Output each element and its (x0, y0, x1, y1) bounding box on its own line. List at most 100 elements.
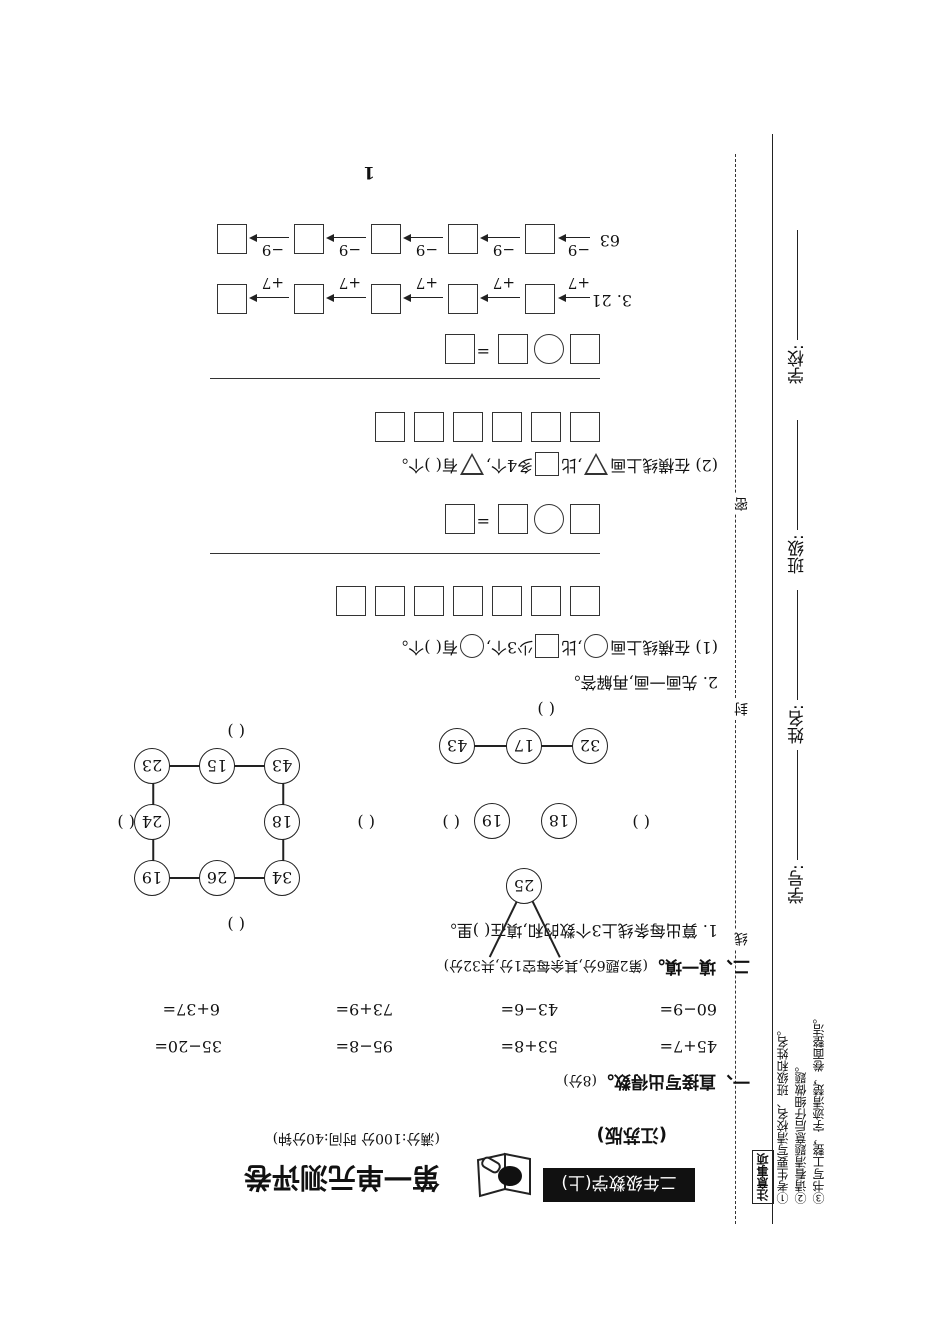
op-minus9: −9 (567, 241, 590, 259)
school-field[interactable]: 学校: (785, 230, 810, 384)
sq-node-tr: 23 (134, 748, 170, 784)
section1-points: (8分) (563, 1072, 597, 1088)
note-3: ③书写工整，字迹清楚，卷面整洁。 (812, 1012, 826, 1204)
notes-tag: 注意事项 (752, 1150, 774, 1204)
q2-part1: (1) 在横线上画 ,比 少3个, 有( )个。 (392, 634, 718, 662)
sq-answer-right[interactable]: ( ) (117, 813, 135, 832)
chain-box[interactable] (448, 224, 478, 254)
student-number-label: 学号: (788, 864, 808, 904)
op-plus7: +7 (567, 274, 590, 292)
tri-answer-left[interactable]: ( ) (442, 813, 460, 832)
book-magnifier-icon (476, 1152, 531, 1198)
tri-node-mid-right: 18 (541, 803, 577, 839)
grade-badge: 二年级数学(上) (543, 1168, 695, 1202)
q2p2-a: (2) 在横线上画 (610, 456, 718, 475)
chain-box[interactable] (371, 284, 401, 314)
q2p1-c: 少3个, (485, 638, 534, 657)
seal-mark-line: 线 (732, 929, 752, 949)
q2-part2: (2) 在横线上画 ,比 多4个, 有( )个。 (392, 452, 718, 480)
edition-label: (江苏版) (596, 1124, 667, 1145)
sq-node-mr: 24 (134, 804, 170, 840)
eq-box-3[interactable] (445, 334, 475, 364)
tri-node-mid-left: 19 (474, 803, 510, 839)
q2-text: 2. 先画一画,再解答。 (564, 673, 718, 692)
sq-node-br: 19 (134, 860, 170, 896)
tri-node-top-mid: 17 (506, 728, 542, 764)
calc-7[interactable]: 73+9= (335, 1000, 393, 1019)
op-plus7: +7 (338, 274, 361, 292)
op-plus7: +7 (492, 274, 515, 292)
school-label: 学校: (788, 344, 808, 384)
name-field[interactable]: 姓名: (785, 590, 810, 744)
eq-equals: = (476, 342, 490, 361)
exam-meta: (满分:100分 时间:40分钟) (272, 1130, 440, 1146)
student-number-field[interactable]: 学号: (785, 750, 810, 904)
eq-box-1[interactable] (570, 334, 600, 364)
q2p2-d[interactable]: 有( )个。 (392, 456, 458, 475)
chain-box[interactable] (294, 224, 324, 254)
tri-node-bottom: 25 (506, 868, 542, 904)
calc-4[interactable]: 35−20= (154, 1037, 222, 1056)
op-plus7: +7 (261, 274, 284, 292)
q3-label: 3. 21 (591, 291, 632, 310)
square-shape-icon (535, 452, 560, 477)
section1-title: 一、直接写出得数。 (597, 1071, 750, 1091)
eq-box-3[interactable] (445, 504, 475, 534)
q2p1-d[interactable]: 有( )个。 (392, 638, 458, 657)
sq-node-tm: 15 (199, 748, 235, 784)
exam-notes: 注意事项 ①考生要写清校名、班级和姓名。 ②请看清题意后仔细做题。 ③书写工整，… (752, 1012, 828, 1204)
calc-8[interactable]: 6+37= (162, 1000, 220, 1019)
eq-box-1[interactable] (570, 504, 600, 534)
section1-heading: 一、直接写出得数。(8分) (563, 1071, 750, 1096)
chain-box[interactable] (525, 284, 555, 314)
chain-box[interactable] (371, 224, 401, 254)
eq-box-2[interactable] (498, 504, 528, 534)
op-minus9: −9 (492, 241, 515, 259)
triangle-shape-icon (584, 453, 609, 476)
sq-node-bm: 26 (199, 860, 235, 896)
calc-5[interactable]: 60−9= (659, 1000, 717, 1019)
op-plus7: +7 (415, 274, 438, 292)
circle-shape-icon (459, 634, 484, 659)
chain-box[interactable] (294, 284, 324, 314)
sq-answer-bottom[interactable]: ( ) (227, 915, 245, 934)
square-shape-icon (535, 634, 560, 659)
q2-part1-draw-line[interactable] (210, 553, 600, 554)
calc-3[interactable]: 95−8= (335, 1037, 393, 1056)
eq-op-circle[interactable] (534, 504, 564, 534)
eq-equals: = (476, 512, 490, 531)
chain-box[interactable] (217, 284, 247, 314)
eq-op-circle[interactable] (534, 334, 564, 364)
q2p1-a: (1) 在横线上画 (610, 638, 718, 657)
tri-answer-top[interactable]: ( ) (537, 700, 555, 719)
sq-answer-left[interactable]: ( ) (357, 813, 375, 832)
tri-answer-right[interactable]: ( ) (632, 813, 650, 832)
chain-box[interactable] (217, 224, 247, 254)
note-2: ②请看清题意后仔细做题。 (794, 1060, 808, 1204)
seal-mark-mi: 密 (732, 494, 752, 514)
calc-6[interactable]: 43−6= (500, 1000, 558, 1019)
q1-text: 1. 算出每条线上3个数的和,填在( )里。 (440, 921, 718, 940)
q2p1-b: ,比 (561, 638, 583, 657)
chain-box[interactable] (525, 224, 555, 254)
chain-box[interactable] (448, 284, 478, 314)
q2p2-b: ,比 (561, 456, 583, 475)
section2-heading: 二、填一填。(第2题6分,其余每空1分,共32分) (444, 956, 750, 981)
eq-box-2[interactable] (498, 334, 528, 364)
op-minus9: −9 (261, 241, 284, 259)
sq-node-bl: 34 (264, 860, 300, 896)
section2-points: (第2题6分,其余每空1分,共32分) (443, 957, 648, 973)
sq-node-ml: 18 (264, 804, 300, 840)
class-label: 班级: (788, 534, 808, 574)
exam-title: 第一单元测评卷 (243, 1161, 440, 1194)
triangle-shape-icon (459, 453, 484, 476)
section2-title: 二、填一填。 (648, 956, 750, 976)
class-field[interactable]: 班级: (785, 420, 810, 574)
q2p2-c: 多4个, (485, 456, 534, 475)
calc-1[interactable]: 45+7= (659, 1037, 717, 1056)
op-minus9: −9 (415, 241, 438, 259)
q2-part2-draw-line[interactable] (210, 378, 600, 379)
calc-2[interactable]: 53+8= (500, 1037, 558, 1056)
sq-answer-top[interactable]: ( ) (227, 722, 245, 741)
